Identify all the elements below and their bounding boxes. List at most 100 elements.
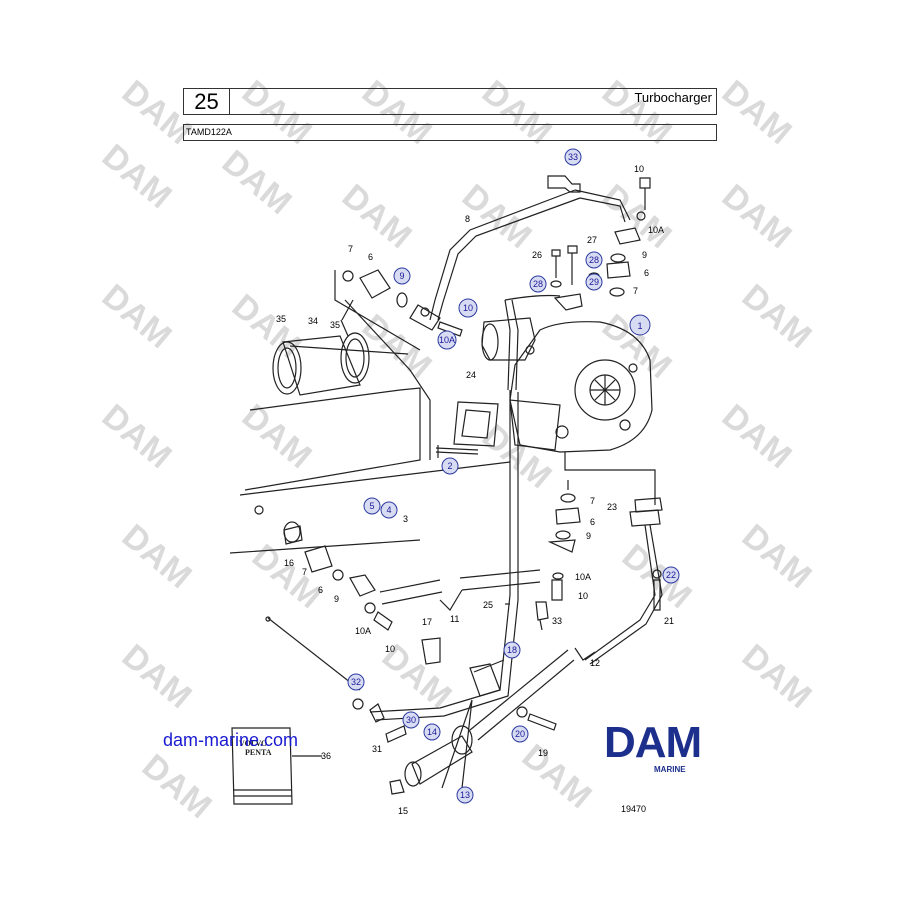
circled-callouts: 33 9 10 10A 28 28 29 1 2 5 4 22 32 30 14… — [347, 148, 680, 804]
watermark: DAM — [95, 397, 179, 476]
washer-32 — [352, 698, 364, 710]
clamp-13 — [451, 725, 473, 755]
label-7: 7 — [348, 244, 353, 254]
bolt-10 — [551, 579, 563, 601]
bracket-line — [334, 270, 421, 351]
callout-9: 9 — [393, 267, 411, 285]
washer-22 — [652, 569, 662, 579]
label-10: 10 — [634, 164, 644, 174]
watermark: DAM — [715, 397, 799, 476]
label-34: 34 — [308, 316, 318, 326]
hose-34 — [282, 335, 361, 396]
clamp-35-inner — [345, 338, 365, 378]
callout-1: 1 — [629, 314, 651, 336]
clamp-18 — [473, 659, 505, 673]
label-10: 10 — [578, 591, 588, 601]
adapter-6 — [606, 261, 631, 279]
label-31: 31 — [372, 744, 382, 754]
section-title: Turbocharger — [634, 90, 712, 105]
sleeve-14 — [411, 735, 473, 785]
leader-line — [267, 617, 361, 691]
label-9: 9 — [642, 250, 647, 260]
dam-logo-sub: MARINE — [654, 765, 686, 774]
washer-10a — [636, 211, 646, 221]
svg-text:10A: 10A — [439, 335, 455, 345]
turbo-foot — [509, 399, 561, 451]
callout-29: 29 — [585, 273, 603, 291]
flange — [614, 227, 641, 245]
nipple-16-body — [283, 525, 303, 545]
engine-block-outline — [244, 387, 421, 491]
bolt-10 — [373, 611, 393, 631]
label-17: 17 — [422, 617, 432, 627]
washer-10a — [364, 602, 376, 614]
label-7: 7 — [633, 286, 638, 296]
adapter-6 — [359, 269, 391, 299]
watermark: DAM — [235, 397, 319, 476]
bracket-line — [344, 299, 431, 460]
svg-text:22: 22 — [666, 570, 676, 580]
watermark: DAM — [225, 287, 309, 366]
watermark: DAM — [135, 747, 219, 826]
svg-text:9: 9 — [399, 271, 404, 281]
label-7: 7 — [302, 567, 307, 577]
bracket-17 — [421, 637, 441, 665]
watermark: DAM — [715, 177, 799, 256]
label-26: 26 — [532, 250, 542, 260]
flange — [409, 304, 441, 331]
svg-text:29: 29 — [589, 277, 599, 287]
pipe-11 — [379, 579, 443, 605]
seal-7 — [342, 270, 354, 282]
watermark: DAM — [735, 637, 819, 716]
callout-28: 28 — [529, 275, 547, 293]
bolt-21 — [653, 579, 661, 611]
bolt-10 — [639, 177, 651, 210]
callout-28: 28 — [585, 251, 603, 269]
callout-2: 2 — [441, 457, 459, 475]
sleeve-14-end — [404, 761, 422, 787]
watermark: DAM — [215, 143, 299, 222]
clamp-35-inner — [277, 347, 297, 389]
fitting-33 — [535, 601, 549, 631]
leader-line — [439, 589, 463, 611]
turbo-housing — [509, 321, 653, 453]
label-10: 10 — [385, 644, 395, 654]
label-10a: 10A — [648, 225, 664, 235]
callout-5: 5 — [363, 497, 381, 515]
turbo-outlet-mouth — [481, 323, 499, 361]
leader-line — [564, 452, 656, 505]
label-21: 21 — [664, 616, 674, 626]
label-10a: 10A — [575, 572, 591, 582]
bolt-30 — [385, 725, 407, 743]
label-35: 35 — [276, 314, 286, 324]
svg-text:18: 18 — [507, 645, 517, 655]
leader-dot — [265, 616, 271, 622]
adapter-6 — [555, 507, 581, 525]
flange-29 — [553, 293, 583, 311]
bolt-head — [555, 425, 569, 439]
callout-13: 13 — [456, 786, 474, 804]
site-link[interactable]: dam-marine.com — [163, 730, 299, 750]
leader-line — [289, 345, 409, 355]
svg-text:4: 4 — [386, 505, 391, 515]
bolt-26 — [551, 249, 561, 278]
label-6: 6 — [590, 517, 595, 527]
clamp-35 — [272, 341, 302, 395]
model-row: TAMD122A — [183, 124, 717, 141]
watermark: DAM — [115, 517, 199, 596]
label-9: 9 — [586, 531, 591, 541]
watermark: DAM — [95, 277, 179, 356]
washer-10a — [552, 572, 564, 580]
flange-23 — [629, 497, 663, 527]
book-brand-1: VOLVO — [239, 739, 267, 748]
bolt-19 — [527, 713, 557, 731]
svg-text:30: 30 — [406, 715, 416, 725]
callout-22: 22 — [662, 566, 680, 584]
washer-9 — [332, 569, 344, 581]
callout-10a: 10A — [437, 330, 457, 350]
washer-9 — [396, 292, 408, 308]
svg-text:32: 32 — [351, 677, 361, 687]
gasket-24 — [453, 401, 499, 447]
bolt-10 — [437, 321, 463, 337]
turbo-blades — [590, 375, 620, 405]
